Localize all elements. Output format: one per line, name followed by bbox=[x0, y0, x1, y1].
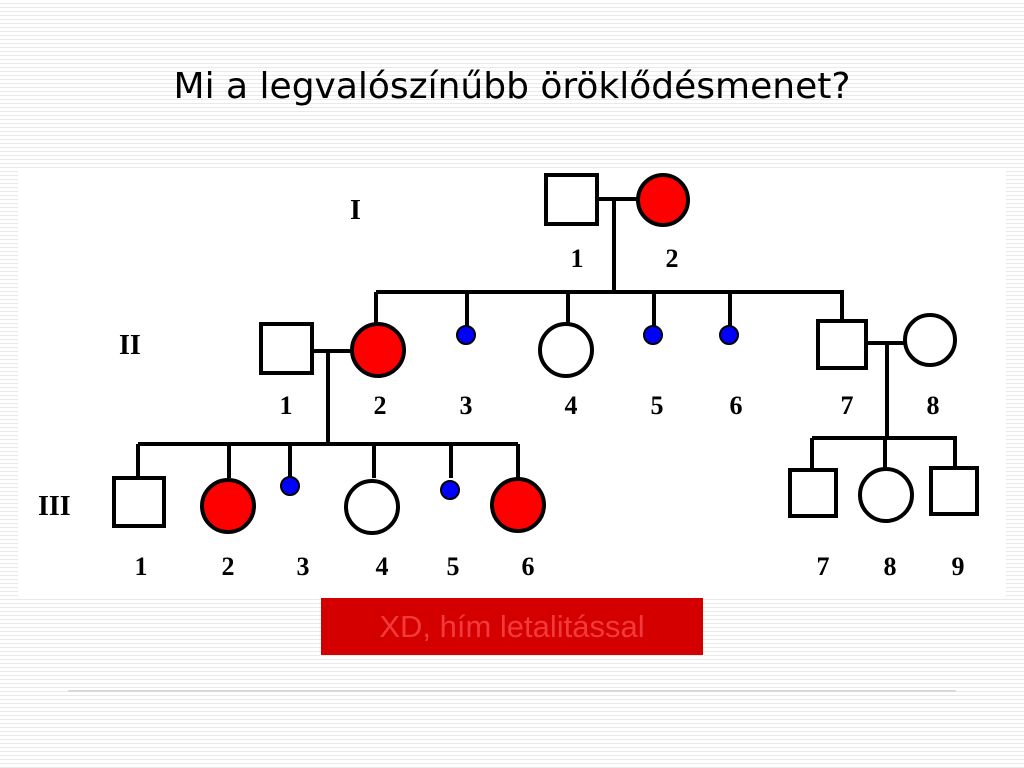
label-II-3: 3 bbox=[460, 391, 473, 420]
label-II-7: 7 bbox=[841, 391, 854, 420]
answer-box: XD, hím letalitással bbox=[321, 598, 703, 655]
individual-III-1-male bbox=[112, 476, 166, 528]
label-III-8: 8 bbox=[884, 552, 897, 581]
label-III-7: 7 bbox=[817, 552, 830, 581]
individual-III-3-miscarriage bbox=[280, 476, 300, 496]
label-II-5: 5 bbox=[651, 391, 664, 420]
label-III-6: 6 bbox=[522, 552, 535, 581]
page-title: Mi a legvalószínűbb öröklődésmenet? bbox=[173, 66, 851, 107]
individual-III-9-male bbox=[929, 466, 979, 516]
generation-label-I: I bbox=[350, 195, 361, 226]
label-II-2: 2 bbox=[374, 391, 387, 420]
individual-II-8-female bbox=[903, 313, 957, 367]
label-III-9: 9 bbox=[952, 552, 965, 581]
label-III-5: 5 bbox=[447, 552, 460, 581]
individual-II-1-male bbox=[259, 322, 314, 375]
label-III-2: 2 bbox=[222, 552, 235, 581]
individual-II-3-miscarriage bbox=[456, 325, 476, 345]
individual-III-6-female-affected bbox=[490, 477, 546, 533]
label-II-1: 1 bbox=[280, 391, 293, 420]
individual-III-2-female-affected bbox=[200, 478, 256, 534]
label-III-3: 3 bbox=[297, 552, 310, 581]
label-I-2: 2 bbox=[666, 244, 679, 273]
individual-III-5-miscarriage bbox=[440, 480, 460, 500]
individual-II-5-miscarriage bbox=[643, 325, 663, 345]
individual-II-6-miscarriage bbox=[719, 325, 739, 345]
label-II-4: 4 bbox=[565, 391, 578, 420]
individual-I-1-male bbox=[544, 173, 599, 226]
label-I-1: 1 bbox=[571, 244, 584, 273]
individual-II-7-male bbox=[816, 319, 868, 370]
individual-III-4-female bbox=[344, 479, 400, 535]
individual-II-4-female bbox=[538, 322, 594, 378]
footer-divider bbox=[68, 690, 956, 692]
individual-I-2-female-affected bbox=[636, 173, 690, 227]
generation-label-II: II bbox=[119, 330, 141, 361]
individual-III-8-female bbox=[858, 467, 914, 523]
label-II-8: 8 bbox=[927, 391, 940, 420]
pedigree-lines bbox=[136, 197, 957, 478]
label-III-1: 1 bbox=[135, 552, 148, 581]
individual-III-7-male bbox=[788, 468, 838, 518]
label-III-4: 4 bbox=[376, 552, 389, 581]
label-II-6: 6 bbox=[730, 391, 743, 420]
individual-II-2-female-affected bbox=[350, 322, 406, 378]
generation-label-III: III bbox=[38, 491, 71, 522]
